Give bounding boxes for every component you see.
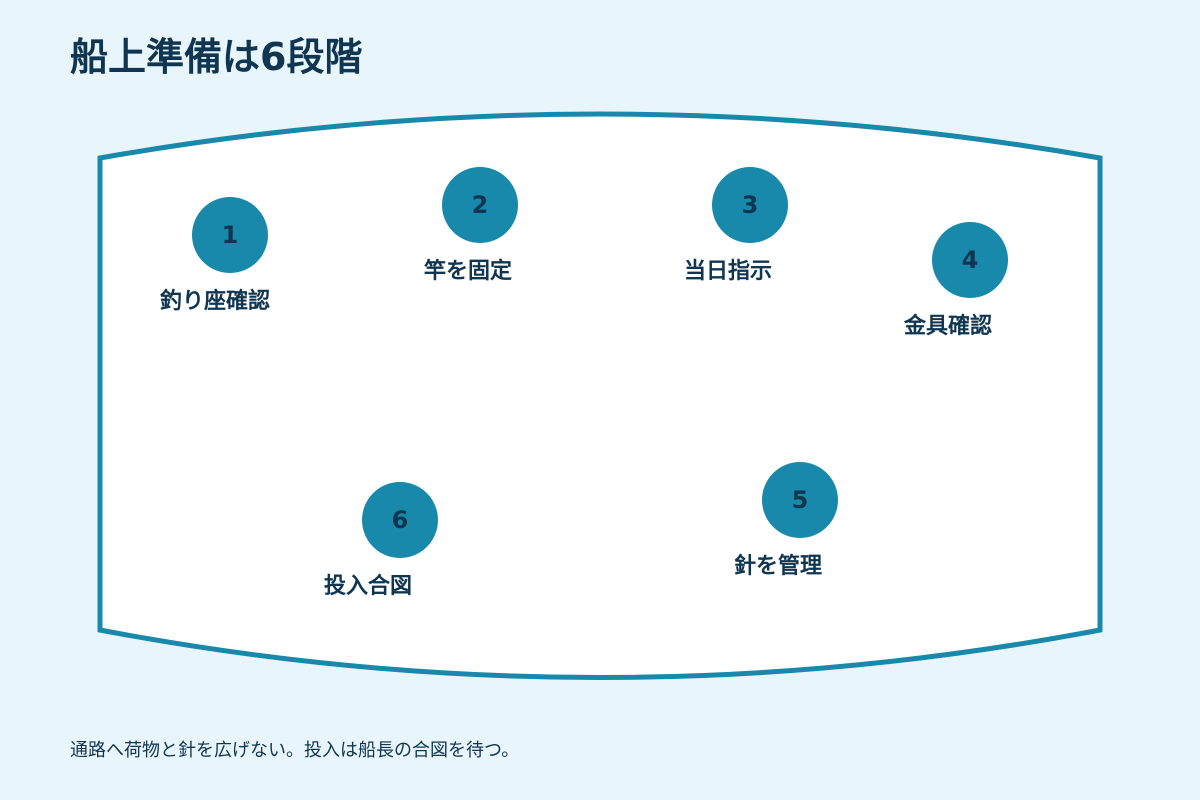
step-number-3: 3 (741, 191, 759, 219)
step-label-4: 金具確認 (903, 314, 992, 339)
step-marker-4: 4 (932, 222, 1008, 298)
step-label-1: 釣り座確認 (159, 289, 270, 314)
step-label-2: 竿を固定 (423, 259, 512, 284)
step-marker-5: 5 (762, 462, 838, 538)
step-number-1: 1 (221, 221, 239, 249)
step-number-2: 2 (471, 191, 489, 219)
step-marker-2: 2 (442, 167, 518, 243)
step-label-6: 投入合図 (323, 574, 412, 599)
step-marker-6: 6 (362, 482, 438, 558)
footer-note: 通路へ荷物と針を広げない。投入は船長の合図を待つ。 (70, 740, 520, 761)
step-number-6: 6 (391, 506, 409, 534)
deck-shape (97, 111, 1103, 680)
step-marker-1: 1 (192, 197, 268, 273)
step-number-4: 4 (961, 246, 979, 274)
page-title: 船上準備は6段階 (70, 35, 363, 79)
step-label-3: 当日指示 (683, 259, 772, 284)
step-number-5: 5 (791, 486, 809, 514)
step-marker-3: 3 (712, 167, 788, 243)
step-label-5: 針を管理 (733, 554, 822, 579)
